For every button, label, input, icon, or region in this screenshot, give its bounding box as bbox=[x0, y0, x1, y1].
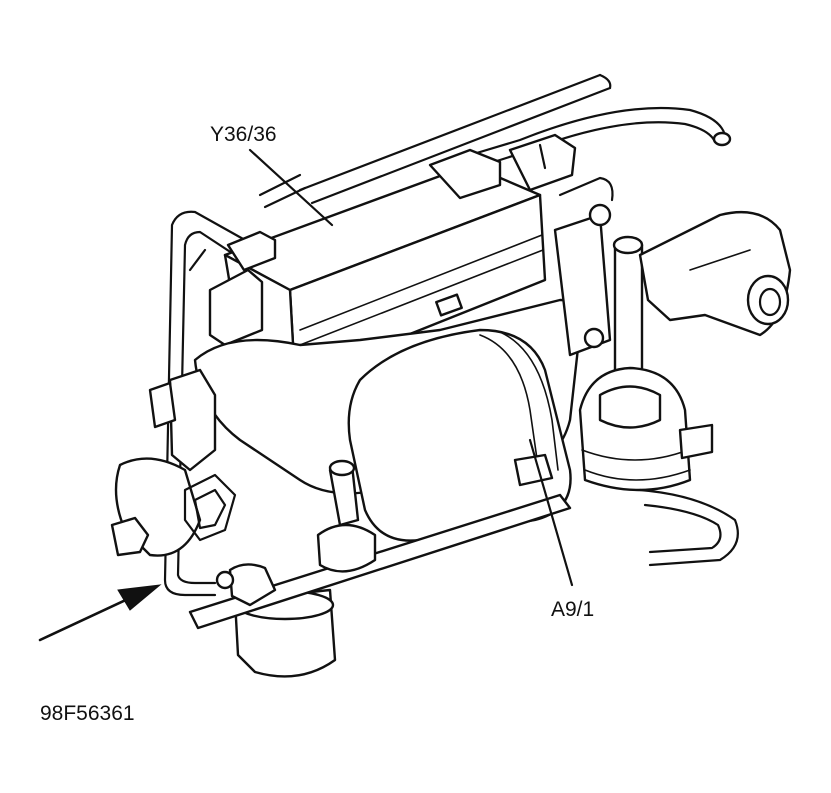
label-valve-block: Y36/36 bbox=[210, 123, 277, 146]
mounting-bracket bbox=[638, 211, 792, 337]
compressor-housing bbox=[110, 176, 614, 678]
leader-line-compressor bbox=[528, 438, 574, 587]
pointer-arrow-icon bbox=[38, 584, 162, 642]
dryer-canister bbox=[513, 235, 739, 567]
label-compressor: A9/1 bbox=[551, 598, 594, 621]
leader-line-valve-block bbox=[248, 148, 334, 227]
figure-id: 98F56361 bbox=[40, 702, 135, 725]
leader-lines bbox=[248, 148, 574, 587]
valve-block bbox=[208, 133, 577, 382]
